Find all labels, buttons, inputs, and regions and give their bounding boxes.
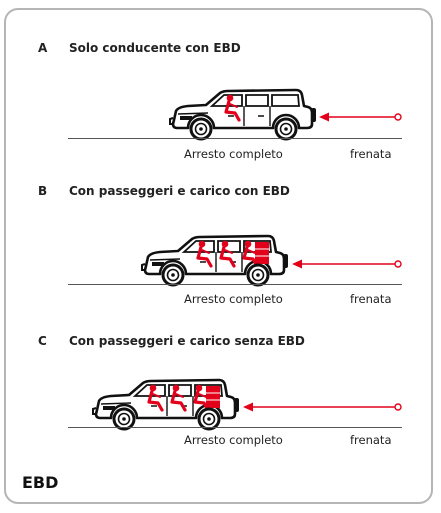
section-a-title: Solo conducente con EBD bbox=[69, 41, 241, 55]
brake-label: frenata bbox=[350, 433, 392, 447]
diagram-frame bbox=[4, 8, 433, 504]
suv-icon bbox=[92, 378, 239, 431]
section-b-letter: B bbox=[38, 184, 48, 198]
section-c-title: Con passeggeri e carico senza EBD bbox=[69, 334, 305, 348]
left-arrow-icon bbox=[243, 402, 402, 412]
suv-icon bbox=[141, 234, 288, 287]
ground-line bbox=[68, 284, 402, 285]
suv-icon bbox=[169, 88, 316, 141]
stop-label: Arresto completo bbox=[184, 147, 283, 161]
left-arrow-icon bbox=[319, 112, 402, 122]
section-b-title: Con passeggeri e carico con EBD bbox=[69, 184, 290, 198]
footer-title: EBD bbox=[22, 473, 59, 492]
section-a-letter: A bbox=[38, 41, 48, 55]
left-arrow-icon bbox=[292, 259, 402, 269]
brake-label: frenata bbox=[350, 292, 392, 306]
ground-line bbox=[68, 427, 402, 428]
stop-label: Arresto completo bbox=[184, 433, 283, 447]
ground-line bbox=[68, 138, 402, 139]
brake-label: frenata bbox=[350, 147, 392, 161]
stop-label: Arresto completo bbox=[184, 292, 283, 306]
section-c-letter: C bbox=[38, 334, 47, 348]
